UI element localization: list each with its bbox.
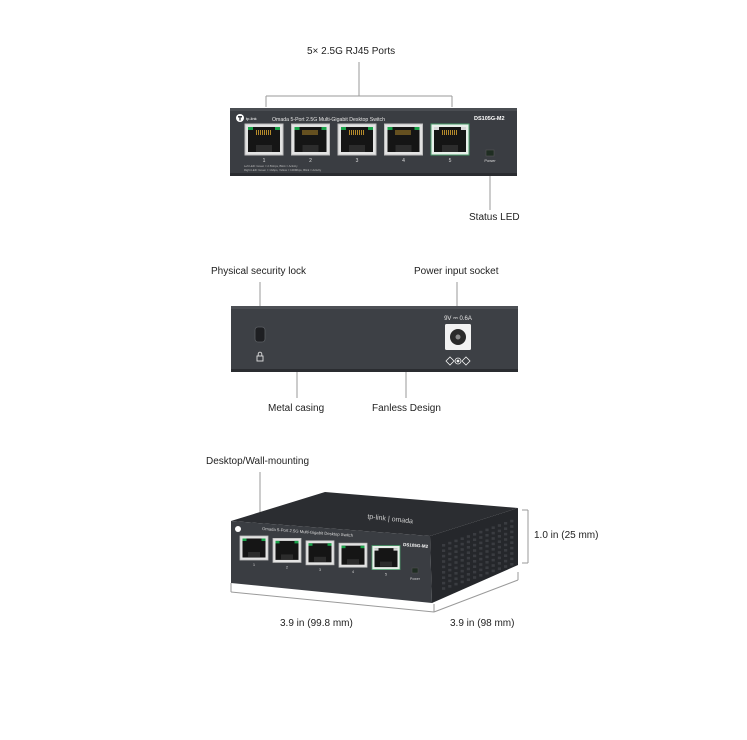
brand-text: tp-link bbox=[246, 116, 257, 121]
fanless-callout: Fanless Design bbox=[372, 403, 441, 414]
port-number-2: 2 bbox=[309, 158, 312, 164]
angled-port-number-1: 1 bbox=[253, 562, 256, 567]
port-number-4: 4 bbox=[402, 158, 405, 164]
rj45-port-4: 4 bbox=[384, 123, 423, 164]
angled-model: DS105G-M2 bbox=[403, 542, 429, 549]
front-title: Omada 5-Port 2.5G Multi-Gigabit Desktop … bbox=[272, 117, 385, 123]
angled-port-number-4: 4 bbox=[352, 569, 355, 574]
width-dimension: 3.9 in (99.8 mm) bbox=[280, 618, 353, 629]
angled-leader-lines bbox=[230, 472, 529, 613]
angled-rj45-port-3: 3 bbox=[305, 540, 335, 572]
led-legend-line1: Left LED: Green = 2.5Gbps, Blink = Activ… bbox=[244, 164, 298, 168]
status-led-callout: Status LED bbox=[469, 212, 520, 223]
angled-tplink-logo-icon bbox=[235, 526, 241, 532]
power-rating: 9V ⎓ 0.6A bbox=[444, 316, 472, 322]
rj45-port-1: 1 bbox=[244, 123, 284, 164]
security-slot bbox=[254, 326, 266, 343]
power-led-icon bbox=[485, 149, 495, 157]
mounting-callout: Desktop/Wall-mounting bbox=[206, 456, 310, 467]
angled-rj45-port-4: 4 bbox=[338, 542, 368, 574]
port-number-5: 5 bbox=[449, 158, 452, 164]
power-label: Power bbox=[484, 158, 496, 163]
angled-rj45-port-2: 2 bbox=[272, 538, 302, 569]
front-ports: 1 2 3 4 5 bbox=[244, 123, 470, 164]
metal-casing-callout: Metal casing bbox=[268, 403, 325, 414]
rj45-port-3: 3 bbox=[337, 123, 377, 164]
lock-icon bbox=[256, 351, 264, 362]
angled-port-number-3: 3 bbox=[319, 567, 322, 572]
angled-ports: 1 2 3 4 5 bbox=[239, 535, 401, 577]
tplink-logo-icon bbox=[236, 114, 244, 122]
angled-power-label: Power bbox=[410, 577, 421, 581]
angled-power-led-icon bbox=[411, 567, 419, 574]
port-number-1: 1 bbox=[263, 158, 266, 164]
led-legend-line2: Right LED: Green = 1Gbps, Yellow = 100Mb… bbox=[244, 168, 322, 172]
angled-rj45-port-1: 1 bbox=[239, 535, 269, 567]
ports-leader-lines bbox=[265, 62, 491, 210]
rj45-port-5: 5 bbox=[430, 123, 470, 164]
ports-callout: 5× 2.5G RJ45 Ports bbox=[307, 46, 396, 57]
switch-back-panel bbox=[231, 306, 518, 372]
vent-grid bbox=[442, 519, 514, 590]
port-number-3: 3 bbox=[356, 158, 359, 164]
angled-port-number-5: 5 bbox=[385, 572, 388, 577]
height-dimension: 1.0 in (25 mm) bbox=[534, 530, 599, 541]
angled-port-number-2: 2 bbox=[286, 564, 289, 569]
security-lock-callout: Physical security lock bbox=[211, 266, 307, 277]
top-logo: tp-link | omada bbox=[367, 514, 413, 526]
power-socket-callout: Power input socket bbox=[414, 266, 499, 277]
depth-dimension: 3.9 in (98 mm) bbox=[450, 618, 515, 629]
polarity-icon bbox=[445, 356, 471, 366]
front-model: DS105G-M2 bbox=[474, 116, 505, 122]
angled-rj45-port-5: 5 bbox=[371, 545, 401, 577]
angled-title: Omada 5-Port 2.5G Multi-Gigabit Desktop … bbox=[262, 526, 354, 538]
rj45-port-2: 2 bbox=[291, 123, 330, 164]
